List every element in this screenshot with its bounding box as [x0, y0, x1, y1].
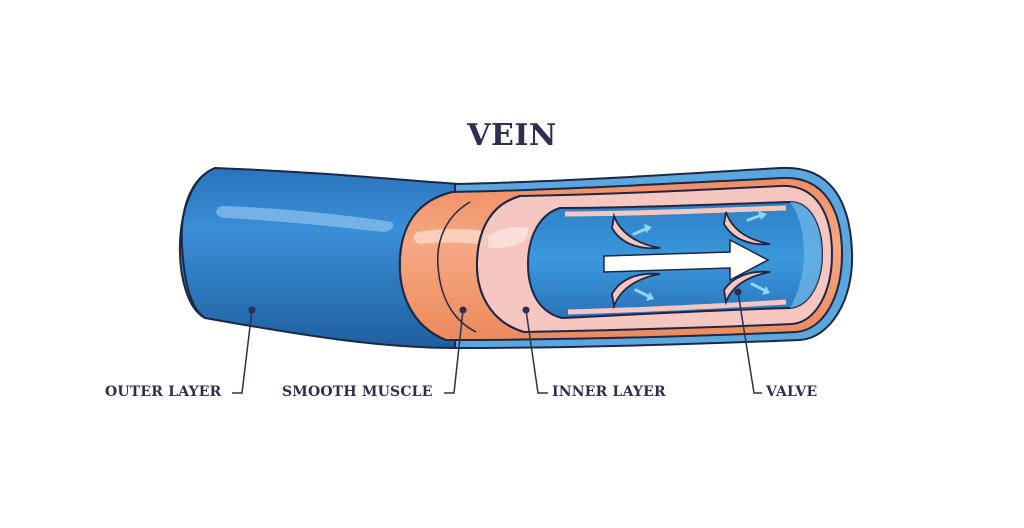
label-smooth-muscle: SMOOTH MUSCLE: [282, 384, 433, 400]
label-outer-layer: OUTER LAYER: [105, 384, 222, 400]
label-valve: VALVE: [766, 384, 818, 400]
valve: [611, 211, 771, 310]
label-inner-layer: INNER LAYER: [552, 384, 666, 400]
valve-pocket-lines: [564, 205, 787, 315]
leader-lines: [232, 288, 762, 394]
small-flow-arrows: [632, 211, 770, 301]
diagram-title: VEIN: [467, 118, 557, 153]
outer-layer: [178, 166, 462, 350]
blood-flow-arrow: [603, 238, 770, 282]
